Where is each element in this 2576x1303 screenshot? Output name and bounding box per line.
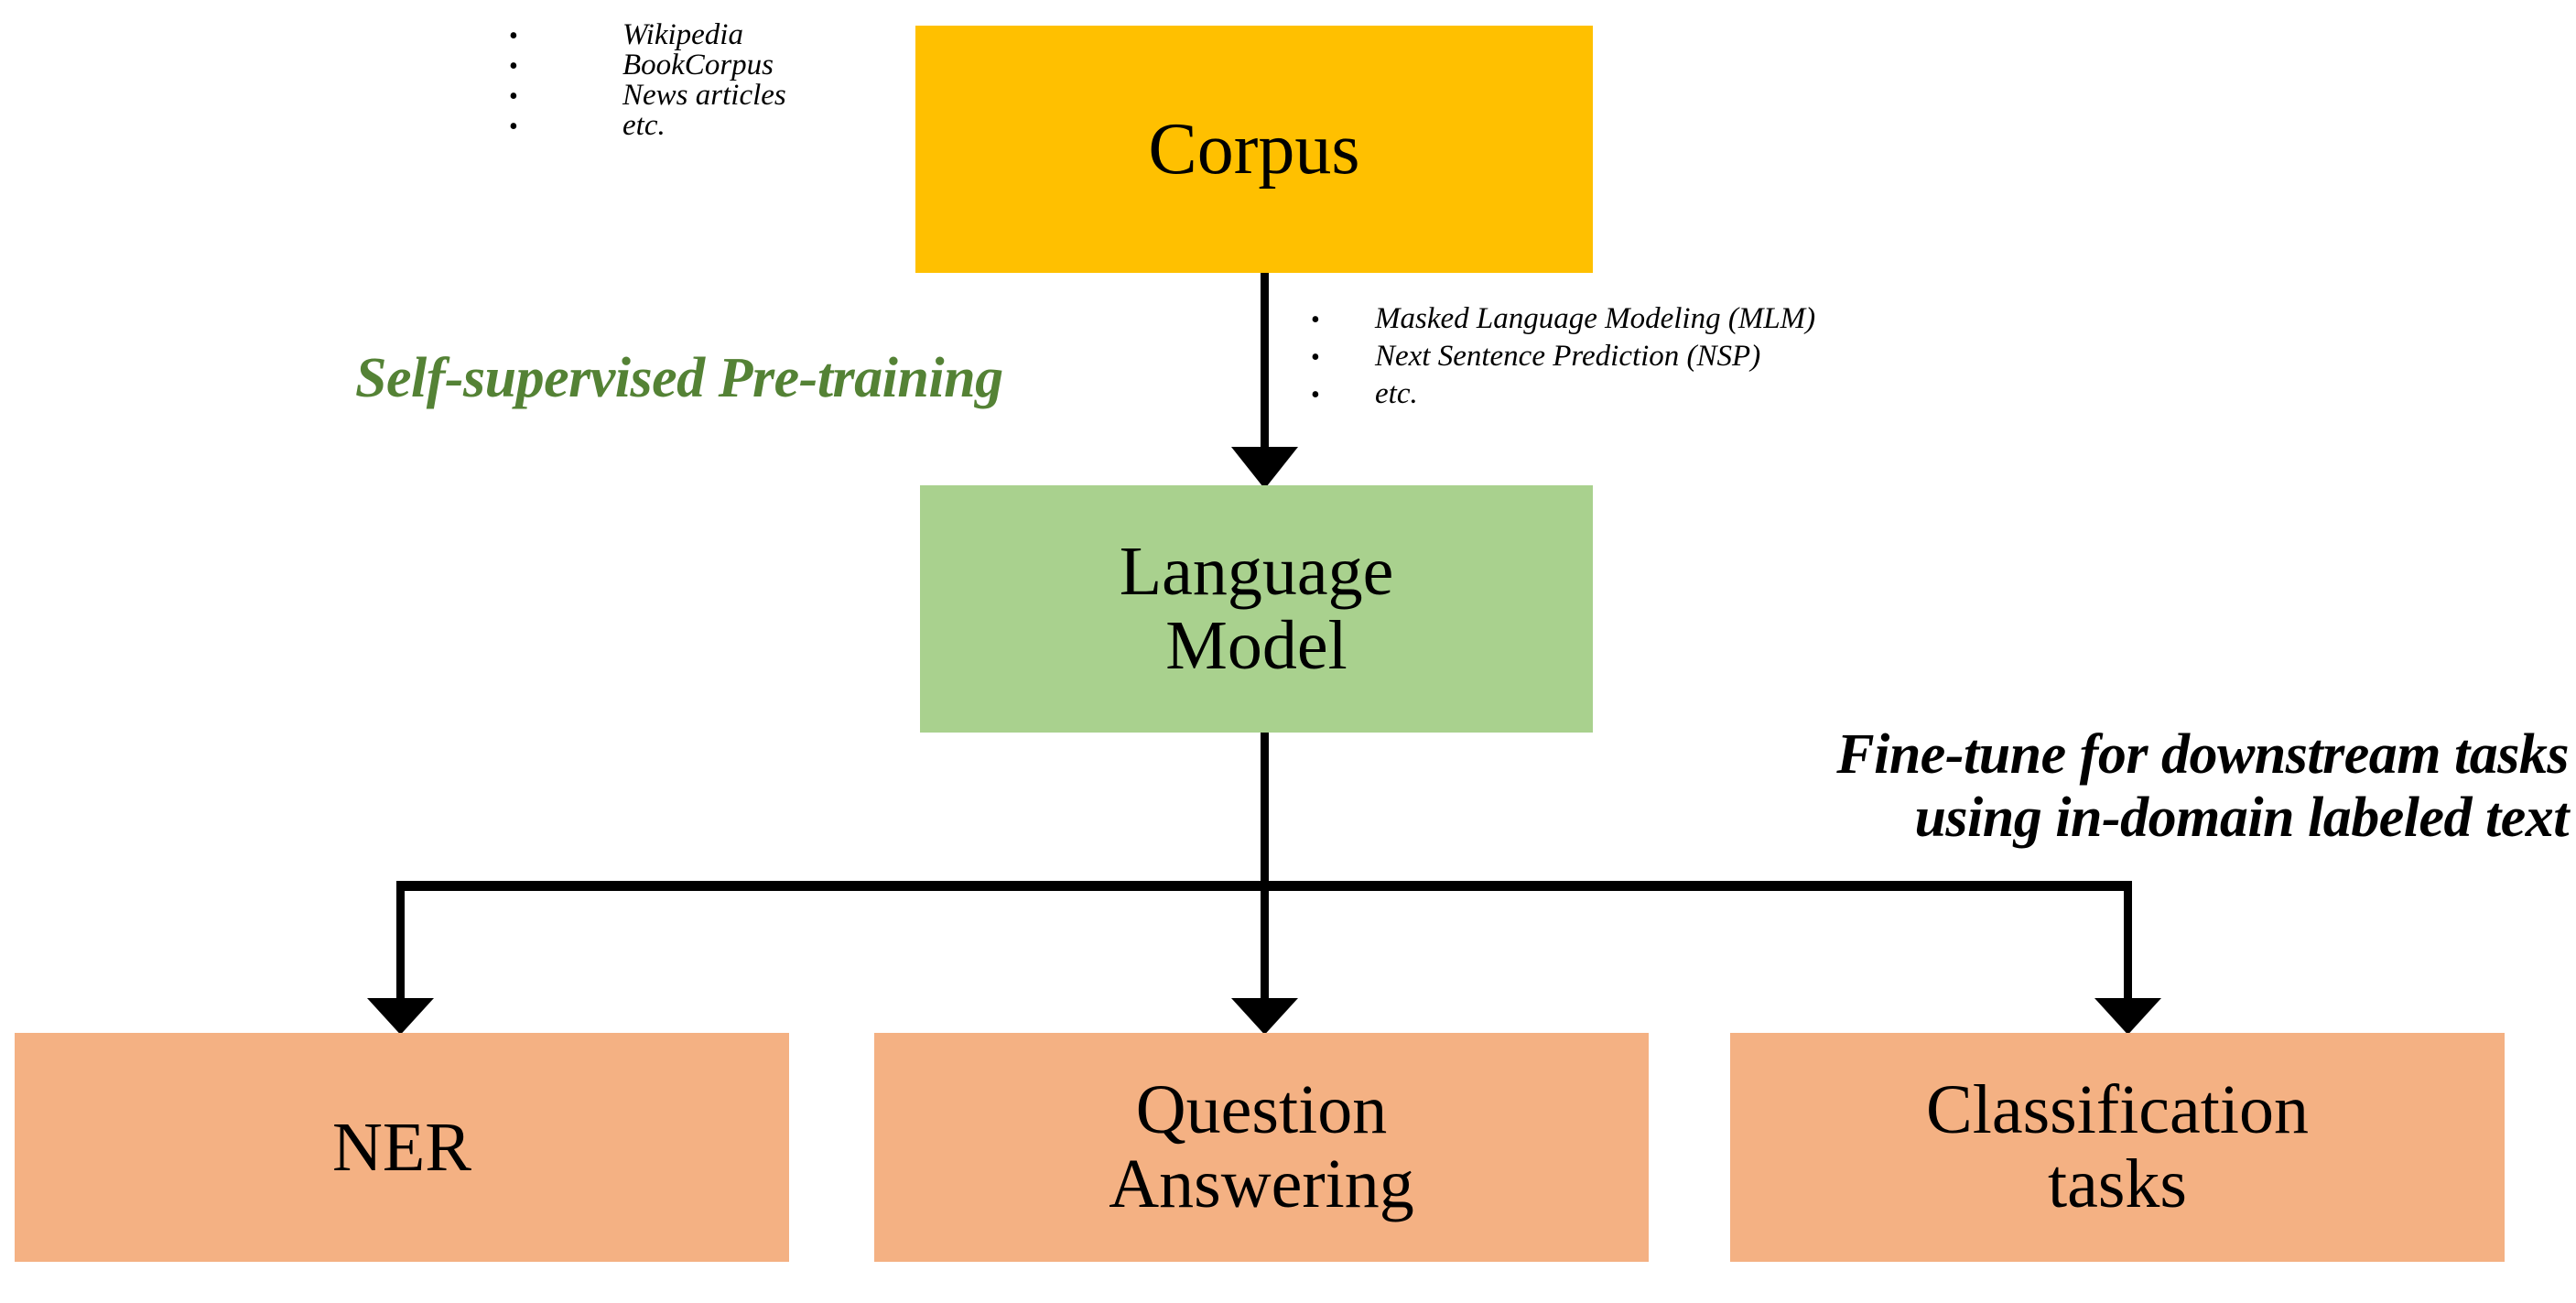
pretraining-objective-label: Next Sentence Prediction (NSP) (1375, 340, 1761, 373)
corpus-source-label: BookCorpus (622, 49, 774, 81)
ner-node: NER (15, 1033, 789, 1262)
bullet-icon: • (509, 22, 518, 50)
edge-language-model-trunk (1261, 733, 1269, 886)
edge-to-classification (2094, 881, 2161, 1035)
bullet-icon: • (509, 113, 518, 141)
list-item: • etc. (1311, 377, 1815, 415)
classification-node-label: Classification tasks (1926, 1071, 2309, 1222)
list-item: • Masked Language Modeling (MLM) (1311, 302, 1815, 340)
corpus-source-label: News articles (622, 79, 786, 112)
pretraining-annotation: Self-supervised Pre-training (355, 347, 1003, 409)
bullet-icon: • (1311, 306, 1320, 334)
language-model-node-label: Language Model (1119, 533, 1394, 684)
question-answering-node-label: Question Answering (1109, 1071, 1414, 1222)
list-item: • Next Sentence Prediction (NSP) (1311, 340, 1815, 377)
ner-node-label: NER (332, 1108, 471, 1186)
corpus-node-label: Corpus (1148, 108, 1360, 190)
pretraining-objective-label: Masked Language Modeling (MLM) (1375, 302, 1816, 335)
corpus-source-label: Wikipedia (622, 18, 743, 51)
corpus-sources-list: • Wikipedia • BookCorpus • News articles… (509, 18, 786, 142)
bullet-icon: • (509, 82, 518, 111)
list-item: • BookCorpus (509, 49, 786, 81)
pretraining-objective-label: etc. (1375, 377, 1418, 410)
pretraining-objectives-list: • Masked Language Modeling (MLM) • Next … (1311, 302, 1815, 415)
list-item: • etc. (509, 109, 786, 142)
language-model-node: Language Model (920, 485, 1593, 733)
list-item: • Wikipedia (509, 18, 786, 51)
bullet-icon: • (509, 52, 518, 81)
corpus-node: Corpus (915, 26, 1593, 273)
finetuning-annotation: Fine-tune for downstream tasks using in-… (1836, 723, 2569, 850)
bullet-icon: • (1311, 381, 1320, 409)
list-item: • News articles (509, 79, 786, 112)
edge-corpus-to-language-model (1231, 273, 1298, 489)
edge-to-question-answering (1231, 881, 1298, 1035)
corpus-source-label: etc. (622, 109, 666, 142)
bullet-icon: • (1311, 343, 1320, 372)
classification-node: Classification tasks (1730, 1033, 2505, 1262)
edge-to-ner (367, 881, 434, 1035)
edge-distribution-bar (396, 881, 2132, 891)
question-answering-node: Question Answering (874, 1033, 1649, 1262)
